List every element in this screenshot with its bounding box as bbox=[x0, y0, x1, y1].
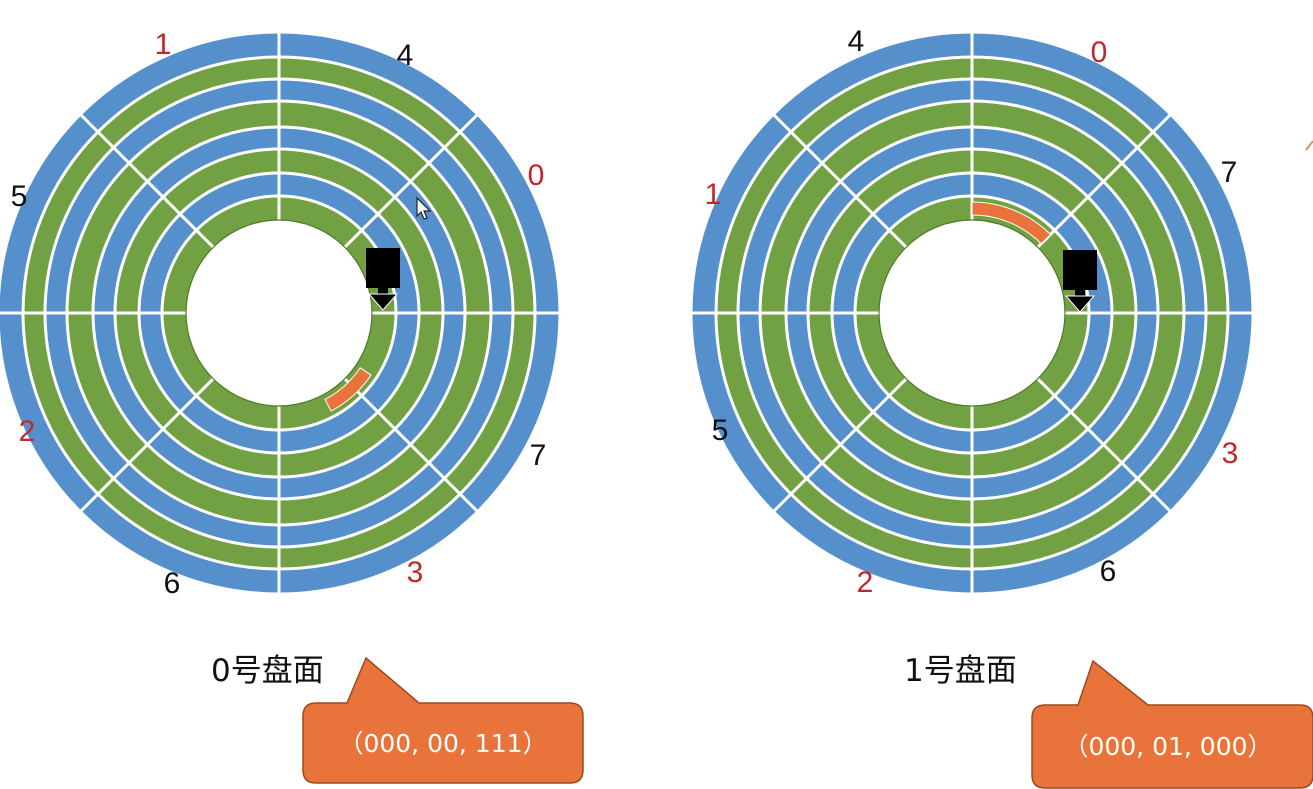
sector-label: 0 bbox=[1091, 36, 1108, 69]
sector-label: 7 bbox=[1221, 156, 1238, 189]
platter-0-disk: 1 4 0 7 3 6 2 5 bbox=[0, 28, 562, 600]
sector-label: 5 bbox=[712, 414, 729, 447]
callout-address-1: （000, 01, 000） bbox=[1063, 732, 1272, 761]
read-write-head-icon bbox=[1063, 250, 1097, 313]
cursor-icon bbox=[416, 196, 432, 220]
platter-1-disk: 4 0 7 3 6 2 5 1 bbox=[689, 25, 1255, 599]
sector-label: 2 bbox=[19, 415, 36, 448]
highlighted-sector bbox=[324, 367, 372, 412]
sector-label: 5 bbox=[11, 180, 28, 213]
sector-label: 4 bbox=[848, 25, 865, 58]
callout-address-0: （000, 00, 111） bbox=[338, 729, 547, 758]
sector-label: 7 bbox=[530, 439, 547, 472]
sector-divider bbox=[770, 377, 908, 515]
sector-label: 4 bbox=[397, 39, 414, 72]
sector-divider bbox=[343, 377, 481, 515]
sector-divider bbox=[343, 111, 481, 249]
sector-divider bbox=[77, 377, 215, 515]
sector-label: 6 bbox=[164, 567, 181, 600]
sector-divider bbox=[1036, 111, 1174, 249]
highlighted-sector bbox=[971, 201, 1052, 245]
sector-divider bbox=[77, 111, 215, 249]
sector-label: 0 bbox=[528, 159, 545, 192]
platter-1-title: 1号盘面 bbox=[904, 653, 1017, 689]
sector-label: 3 bbox=[1222, 437, 1239, 470]
disk-hub bbox=[185, 219, 373, 407]
sector-divider bbox=[1036, 377, 1174, 515]
sector-label: 3 bbox=[407, 556, 424, 589]
disk-hub bbox=[878, 219, 1066, 407]
edge-fragment bbox=[1305, 140, 1313, 151]
sector-label: 2 bbox=[857, 566, 874, 599]
callout-platter-1: （000, 01, 000） bbox=[1031, 659, 1313, 789]
sector-divider bbox=[770, 111, 908, 249]
sector-label: 1 bbox=[705, 178, 722, 211]
sector-label: 6 bbox=[1100, 555, 1117, 588]
callout-platter-0: （000, 00, 111） bbox=[302, 656, 584, 784]
read-write-head-icon bbox=[366, 248, 400, 311]
platter-0-title: 0号盘面 bbox=[211, 653, 324, 689]
sector-label: 1 bbox=[155, 28, 172, 61]
